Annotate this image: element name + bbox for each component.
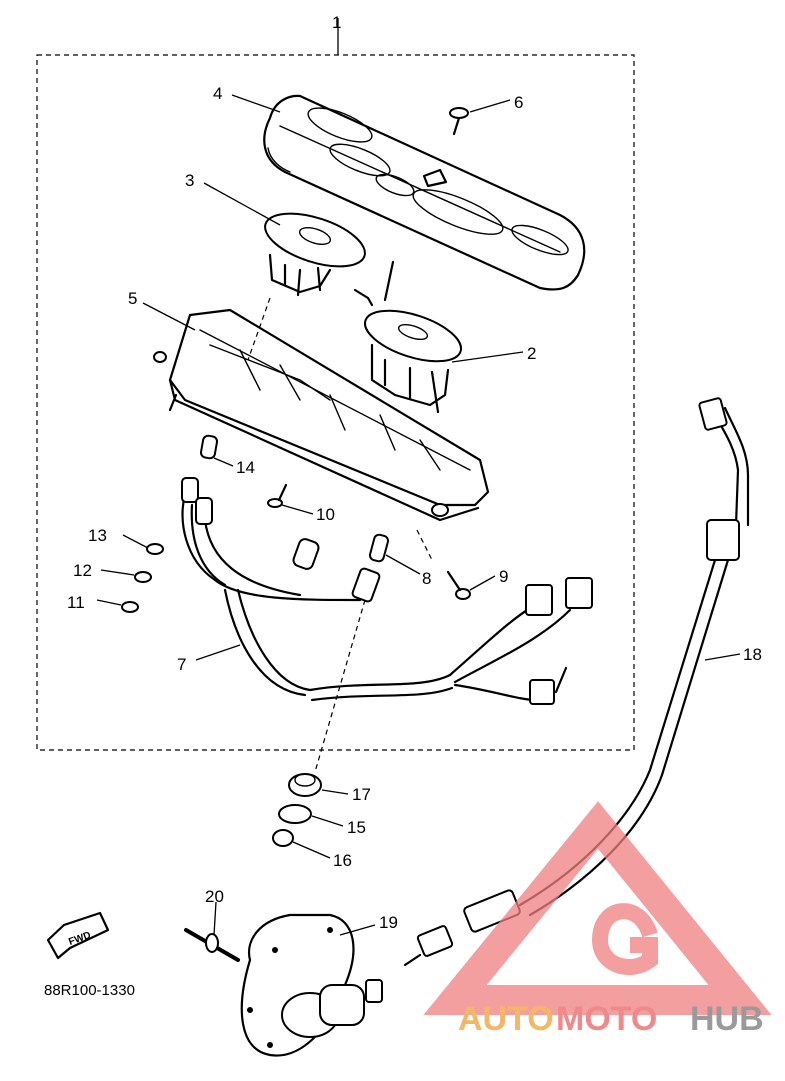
watermark-auto: AUTO	[458, 1000, 554, 1038]
part-labels: 1 2 3 4 5 6 7 8 9 10 11 12 13 14 15 16 1…	[44, 13, 762, 999]
label-11: 11	[67, 593, 85, 612]
watermark-text: AUTO MOTO HUB	[458, 1000, 764, 1038]
leader-lines	[96, 94, 741, 936]
label-14: 14	[236, 458, 255, 477]
label-9: 9	[499, 567, 508, 586]
assembly-boundary	[36, 54, 635, 751]
meter-3	[264, 212, 366, 297]
label-4: 4	[213, 84, 222, 103]
nut-13	[146, 543, 164, 555]
label-18: 18	[743, 645, 762, 664]
label-2: 2	[527, 344, 536, 363]
label-10: 10	[316, 505, 335, 524]
fwd-arrow-icon: FWD	[46, 911, 110, 960]
pin-20	[184, 928, 240, 962]
label-13: 13	[88, 526, 107, 545]
watermark-logo	[423, 801, 772, 1015]
screw-6	[449, 107, 469, 136]
meter-case	[153, 308, 490, 522]
label-15: 15	[347, 818, 366, 837]
meter-2	[353, 260, 462, 414]
label-5: 5	[128, 289, 137, 308]
nut-16	[272, 829, 294, 847]
label-12: 12	[73, 561, 92, 580]
grommet-17	[288, 773, 322, 797]
label-20: 20	[205, 887, 224, 906]
label-8: 8	[422, 569, 431, 588]
label-17: 17	[352, 785, 371, 804]
bulb-14	[199, 434, 219, 460]
label-1: 1	[332, 13, 341, 32]
washer-11	[121, 601, 139, 613]
watermark-moto: MOTO	[556, 1000, 657, 1038]
speedometer-gear-unit	[240, 913, 383, 1057]
screw-9	[446, 570, 471, 600]
washer-15	[278, 804, 312, 824]
watermark-hub: HUB	[690, 1000, 764, 1038]
meter-cover	[263, 94, 586, 291]
wire-harness	[181, 477, 593, 705]
label-7: 7	[177, 655, 186, 674]
diagram-code: 88R100-1330	[44, 982, 135, 999]
label-3: 3	[185, 171, 194, 190]
socket-8	[368, 533, 390, 563]
fwd-label: FWD	[67, 930, 92, 948]
label-16: 16	[333, 851, 352, 870]
washer-12	[134, 571, 152, 583]
label-6: 6	[514, 93, 523, 112]
label-19: 19	[379, 913, 398, 932]
screw-10	[267, 483, 288, 508]
